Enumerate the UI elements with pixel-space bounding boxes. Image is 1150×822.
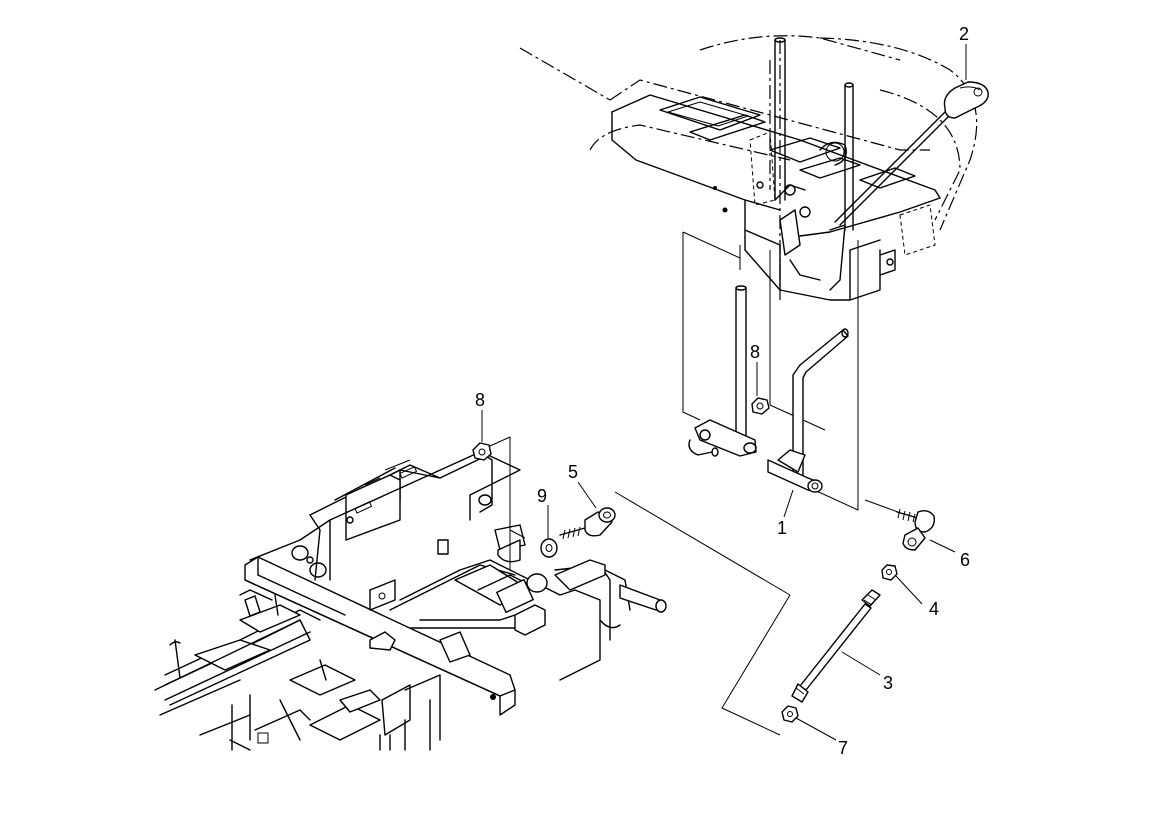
- phantom-frame: [519, 35, 978, 300]
- callout-7: 7: [838, 738, 848, 758]
- seat-panel: [611, 37, 941, 301]
- callout-3: 3: [883, 673, 893, 693]
- rod-assembly: [781, 508, 935, 723]
- knob: [943, 81, 989, 119]
- callout-8-upper: 8: [750, 342, 760, 362]
- callout-4: 4: [929, 599, 939, 619]
- callout-2: 2: [959, 24, 969, 44]
- link-line: [614, 491, 791, 736]
- callout-9: 9: [537, 486, 547, 506]
- callout-labels: 2 8 8 9 5 1 6 4 3 7: [475, 24, 970, 758]
- callout-5: 5: [568, 462, 578, 482]
- lower-frame: [154, 451, 667, 751]
- shift-lever-assembly: [682, 231, 859, 511]
- ball-joint-left: [472, 436, 616, 570]
- callout-1: 1: [777, 518, 787, 538]
- callout-6: 6: [960, 550, 970, 570]
- leader-lines: [481, 44, 967, 741]
- callout-8-lower: 8: [475, 390, 485, 410]
- knob-rod: [834, 111, 951, 226]
